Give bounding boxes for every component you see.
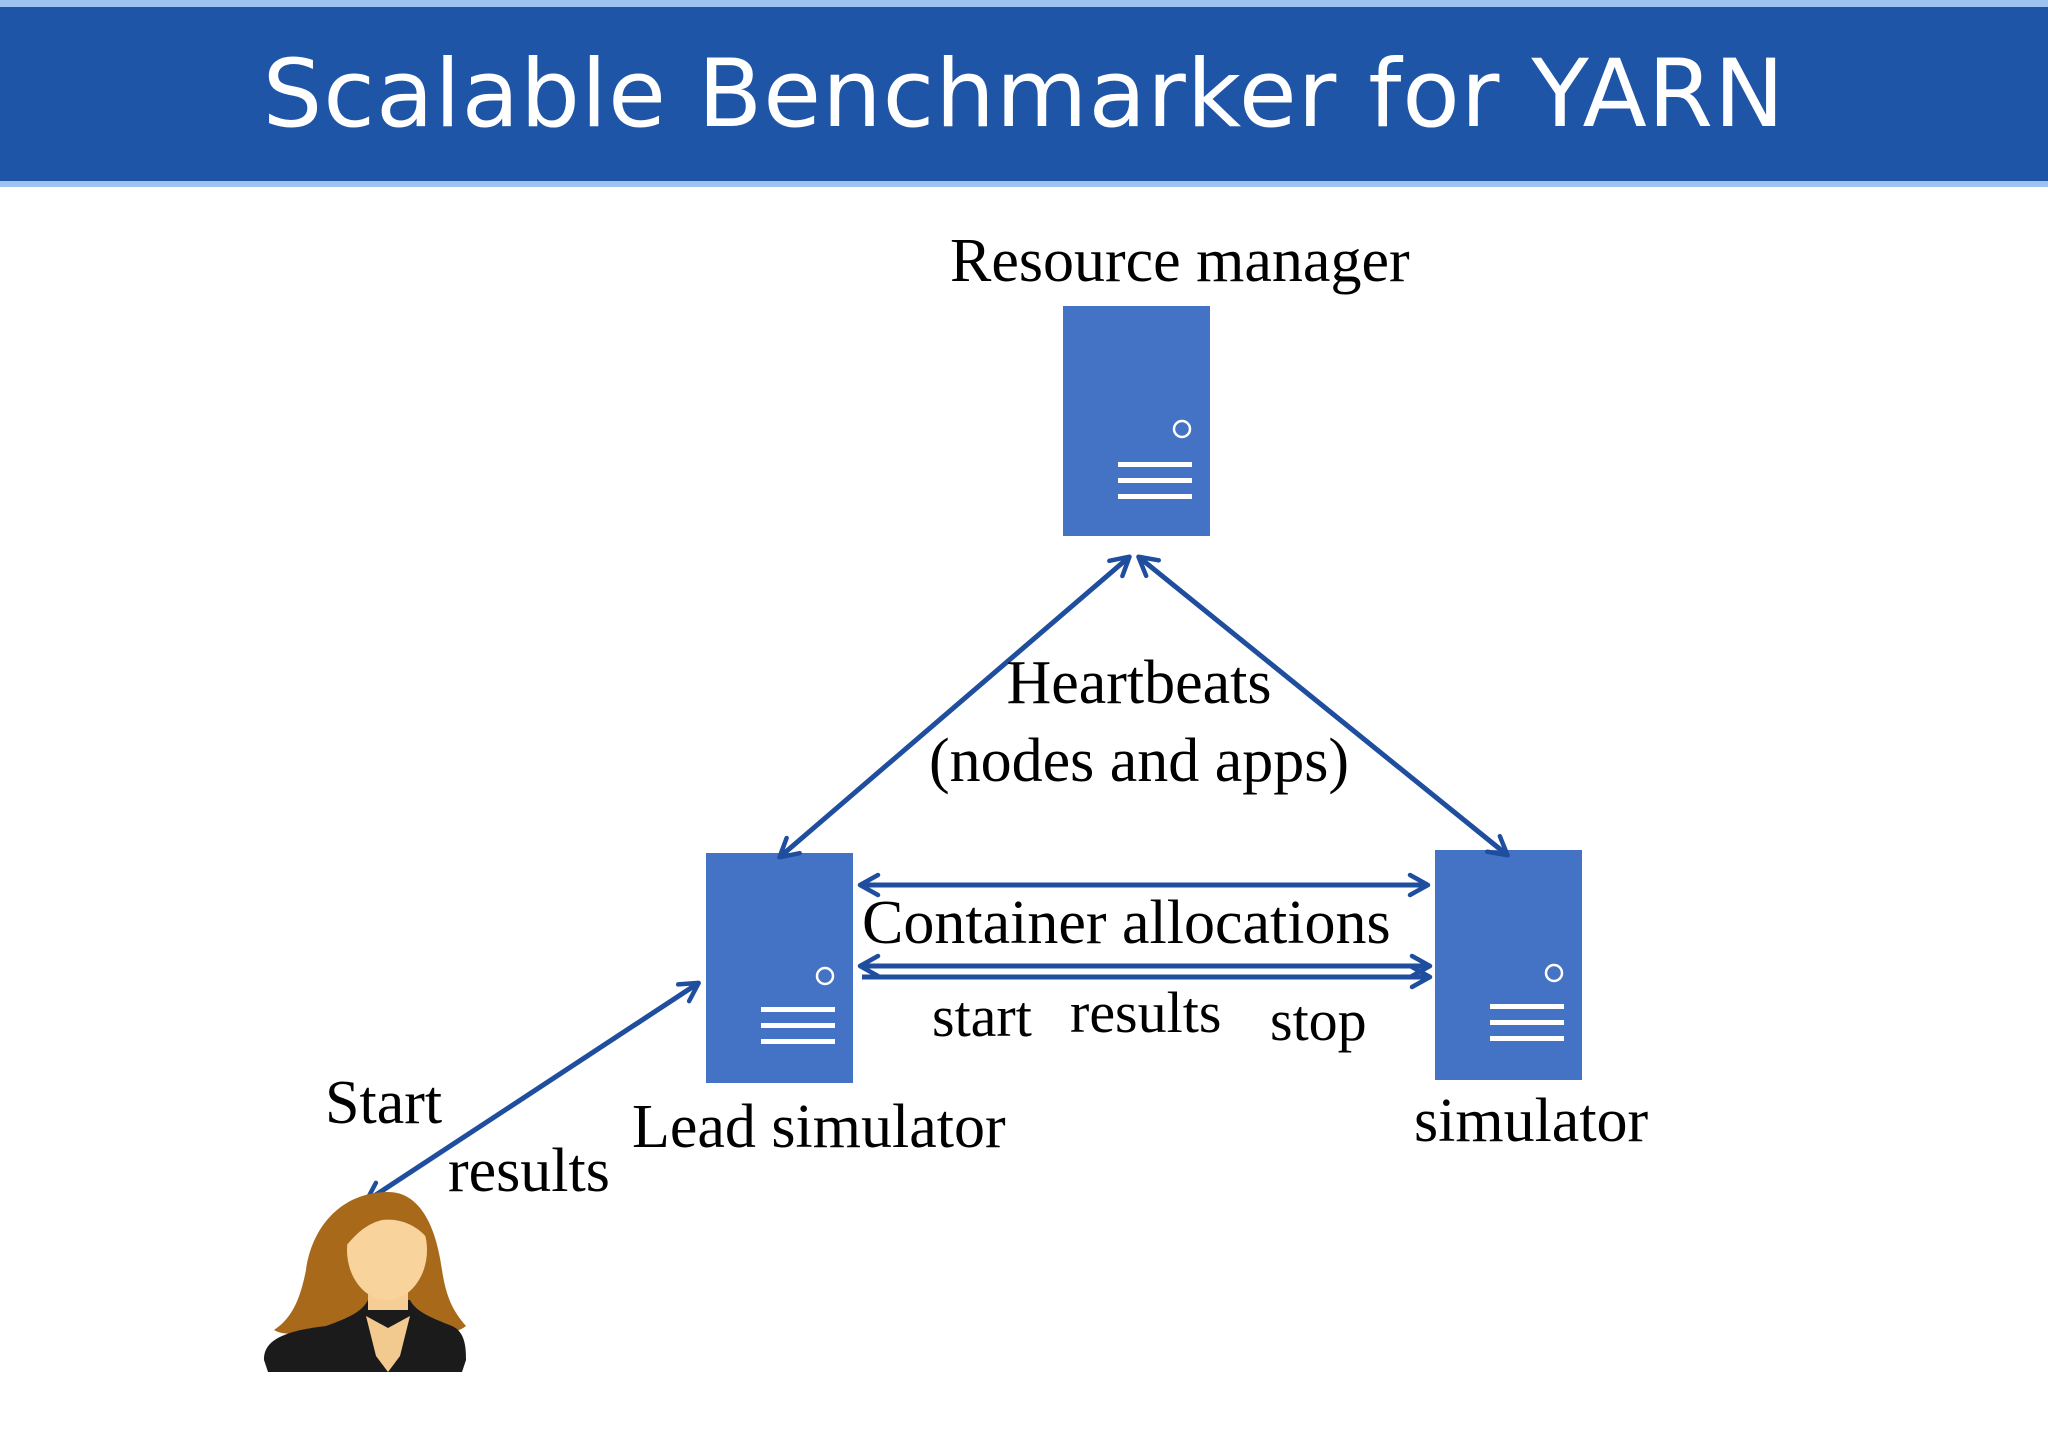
lead-simulator-server-icon (706, 853, 853, 1083)
heartbeat-arrow-lead (777, 554, 1132, 860)
container-allocations-label: Container allocations (862, 889, 1391, 957)
heartbeat-arrow-simulator (1136, 554, 1510, 858)
title-bar: Scalable Benchmarker for YARN (0, 7, 2048, 181)
title-accent-strip (0, 0, 2048, 7)
title-underline (0, 181, 2048, 187)
resource-manager-server-icon (1063, 306, 1210, 536)
resource-manager-label: Resource manager (950, 227, 1410, 295)
user-start-label: Start (325, 1069, 443, 1137)
slide-title: Scalable Benchmarker for YARN (262, 39, 1786, 149)
results-message-label: results (1070, 980, 1222, 1045)
start-message-label: start (932, 984, 1032, 1049)
user-results-label: results (448, 1137, 610, 1205)
heartbeats-sublabel: (nodes and apps) (928, 727, 1350, 795)
user-avatar-icon (264, 1192, 466, 1372)
simulator-label: simulator (1414, 1087, 1649, 1155)
simulator-server-icon (1435, 850, 1582, 1080)
stop-message-label: stop (1270, 988, 1367, 1053)
user-arrow (364, 980, 701, 1204)
heartbeats-label: Heartbeats (1006, 649, 1272, 717)
lead-simulator-label: Lead simulator (632, 1093, 1006, 1161)
